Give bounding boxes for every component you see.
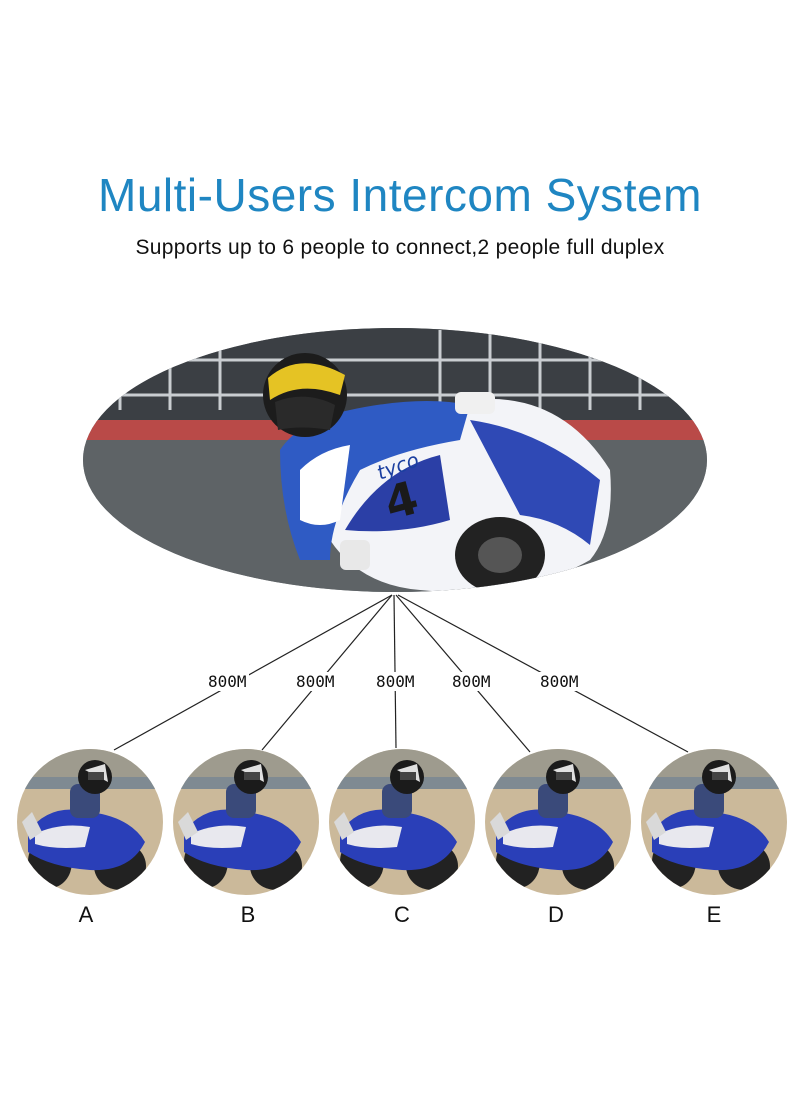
distance-label-d: 800M	[450, 672, 493, 691]
user-label-d: D	[548, 902, 564, 927]
user-a-photo	[17, 749, 163, 895]
user-c-photo	[329, 749, 475, 895]
user-label-a: A	[78, 902, 94, 927]
user-e-photo	[641, 749, 787, 895]
user-label-b: B	[240, 902, 256, 927]
distance-label-a: 800M	[206, 672, 249, 691]
lead-rider-photo: tyco 4	[83, 328, 707, 592]
user-label-c: C	[394, 902, 410, 927]
user-d-photo	[485, 749, 631, 895]
user-b-photo	[173, 749, 319, 895]
page-title: Multi-Users Intercom System	[98, 169, 702, 221]
user-label-e: E	[706, 902, 722, 927]
distance-label-e: 800M	[538, 672, 581, 691]
page-subtitle: Supports up to 6 people to connect,2 peo…	[135, 236, 665, 259]
distance-label-b: 800M	[294, 672, 337, 691]
distance-label-c: 800M	[374, 672, 417, 691]
